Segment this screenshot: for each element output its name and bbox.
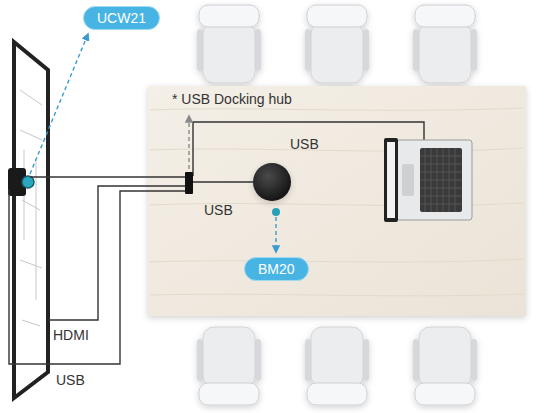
art-rect bbox=[396, 140, 472, 220]
art-circle bbox=[272, 208, 280, 216]
art-use bbox=[305, 327, 369, 405]
art-rect bbox=[185, 172, 193, 194]
art-path bbox=[193, 181, 253, 182]
leader-lines bbox=[30, 34, 276, 252]
art-path bbox=[8, 190, 186, 364]
art-path bbox=[48, 186, 186, 320]
product-pill: UCW21 bbox=[83, 6, 160, 30]
art-use bbox=[305, 5, 369, 83]
cable-label: USB bbox=[56, 372, 85, 389]
art-path bbox=[20, 90, 42, 326]
art-use bbox=[197, 327, 261, 405]
product-pill: BM20 bbox=[244, 257, 309, 281]
art-rect bbox=[387, 142, 395, 218]
art-circle bbox=[22, 176, 34, 188]
display bbox=[8, 42, 48, 398]
art-rect bbox=[402, 164, 414, 196]
art-path bbox=[30, 34, 88, 174]
note-label: * USB Docking hub bbox=[172, 91, 292, 108]
art-path bbox=[188, 116, 189, 169]
art-use bbox=[413, 327, 477, 405]
chairs-top bbox=[197, 5, 477, 83]
chairs-bottom bbox=[197, 327, 477, 405]
laptop bbox=[384, 138, 472, 222]
cables bbox=[8, 122, 424, 364]
art-use bbox=[197, 5, 261, 83]
cable-label: HDMI bbox=[53, 327, 89, 344]
art-use bbox=[413, 5, 477, 83]
table bbox=[148, 86, 526, 316]
art-rect bbox=[420, 148, 462, 212]
art-path bbox=[150, 108, 524, 296]
art-rect bbox=[384, 138, 398, 222]
art-circle bbox=[253, 163, 291, 201]
cable-label: USB bbox=[290, 136, 319, 153]
art-rect bbox=[148, 86, 526, 316]
cable-label: USB bbox=[204, 202, 233, 219]
docking-hub bbox=[185, 172, 193, 194]
art-path bbox=[30, 176, 186, 177]
art-path bbox=[275, 217, 276, 252]
speakerphone bbox=[253, 163, 291, 216]
product-name: UCW21 bbox=[97, 9, 146, 27]
art-path bbox=[420, 148, 462, 212]
art-polygon bbox=[14, 42, 48, 398]
product-name: BM20 bbox=[258, 260, 295, 278]
